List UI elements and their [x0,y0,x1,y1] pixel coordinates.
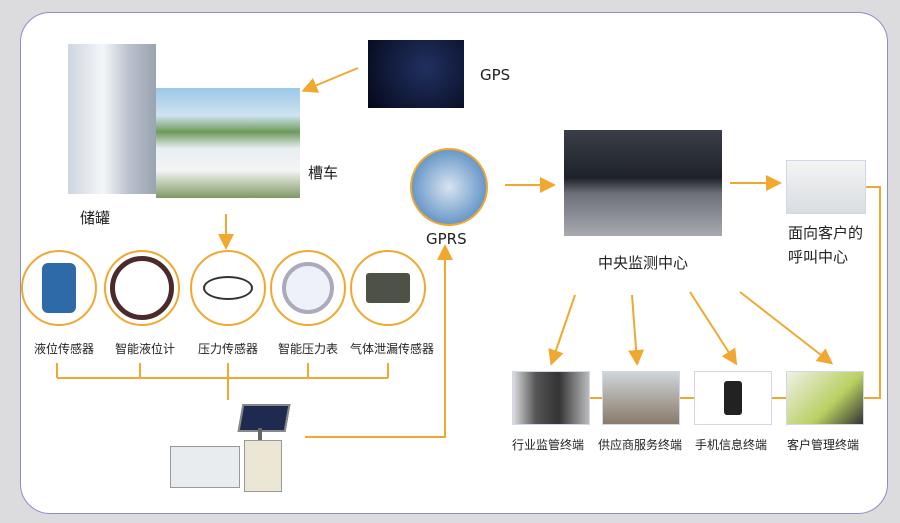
solar-panel-image [237,404,291,432]
sensor-label: 气体泄漏传感器 [350,342,435,356]
controller-box-image [170,446,240,488]
supplier-terminal-image [602,371,680,425]
sensor-label: 智能液位计 [115,342,176,356]
storage-tank-image [68,44,156,194]
tanker-truck-image [156,88,300,198]
gps-satellite-image [368,40,464,108]
tank-label: 储罐 [80,209,111,227]
smart-pressure-gauge-icon [270,250,346,326]
mobile-terminal-image [694,371,772,425]
terminal-label: 客户管理终端 [787,438,860,452]
terminal-label: 手机信息终端 [695,438,768,452]
rtu-terminal-image [244,440,282,492]
sensor-label: 压力传感器 [198,342,259,356]
terminal-label: 行业监管终端 [512,438,585,452]
smart-level-gauge-icon [104,250,180,326]
terminal-label: 供应商服务终端 [598,438,683,452]
gprs-label: GPRS [426,230,467,248]
call-center-label-1: 面向客户的 [788,224,864,242]
truck-label: 槽车 [308,164,339,182]
call-center-image [786,160,866,214]
gps-label: GPS [480,66,511,84]
call-center-label-2: 呼叫中心 [788,248,849,266]
level-sensor-icon [21,250,97,326]
pressure-sensor-icon [190,250,266,326]
regulator-terminal-image [512,371,590,425]
customer-terminal-image [786,371,864,425]
gas-leak-sensor-icon [350,250,426,326]
monitoring-center-image [564,130,722,236]
gprs-antenna-image [410,148,488,226]
sensor-label: 液位传感器 [34,342,95,356]
center-label: 中央监测中心 [598,254,689,272]
sensor-label: 智能压力表 [278,342,339,356]
